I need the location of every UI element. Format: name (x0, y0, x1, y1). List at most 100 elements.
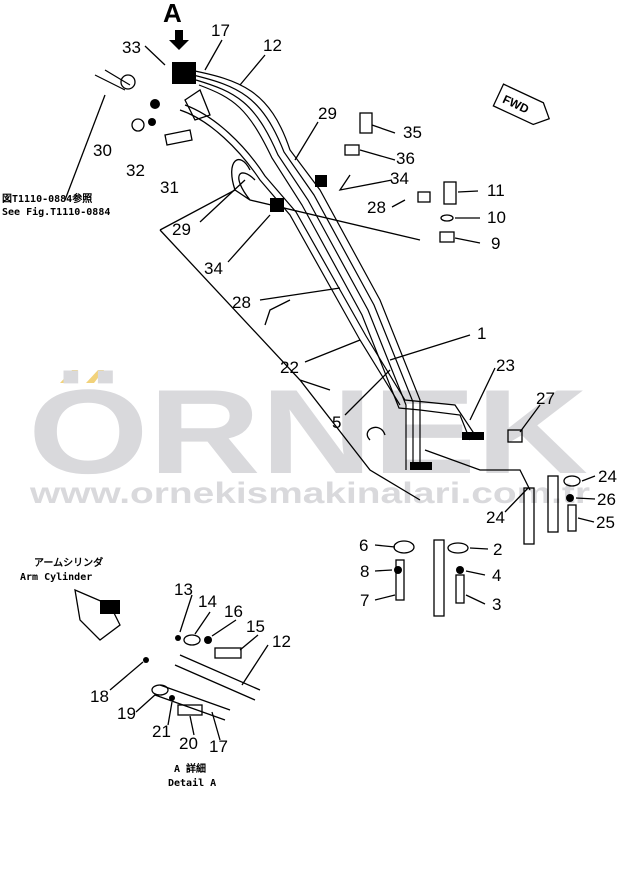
cylinder-port (100, 600, 120, 614)
callout-27: 27 (536, 389, 555, 408)
callout-4: 4 (492, 566, 501, 585)
hydraulic-pipes (94, 62, 484, 470)
arm-boom (159, 89, 531, 501)
callout-21: 21 (152, 722, 171, 741)
callout-16: 16 (224, 602, 243, 621)
callout-11: 11 (487, 181, 505, 200)
callout-5: 5 (332, 413, 341, 432)
clamp-24 (563, 475, 581, 487)
flange (410, 462, 432, 470)
split-flange-14 (183, 634, 201, 646)
split-flange-19 (151, 684, 169, 696)
arm-cylinder-jp: アームシリンダ (34, 556, 103, 569)
callout-20: 20 (179, 734, 198, 753)
callout-17: 17 (211, 21, 230, 40)
clamp (270, 198, 284, 212)
washer-21 (169, 695, 175, 701)
callout-25: 25 (596, 513, 615, 532)
bolt-20 (177, 704, 203, 716)
callout-18: 18 (90, 687, 109, 706)
clamp-2 (447, 542, 469, 554)
callout-1: 1 (477, 324, 486, 343)
leader-lines (64, 39, 596, 741)
callout-12-detail: 12 (272, 632, 291, 651)
hardware (74, 74, 581, 721)
bolt-31 (164, 129, 193, 146)
flange (462, 432, 484, 440)
fwd-label: FWD (500, 92, 531, 116)
callout-22: 22 (280, 358, 299, 377)
callout-31: 31 (160, 178, 179, 197)
detail-en: Detail A (168, 777, 216, 789)
callout-34: 34 (390, 169, 409, 188)
washer-8 (394, 566, 402, 574)
arrow-down-icon (169, 30, 189, 50)
washer-30 (131, 118, 145, 132)
see-fig-jp: 図T1110-0884参照 (2, 192, 92, 205)
fwd-arrow-icon (492, 83, 551, 126)
callout-29: 29 (318, 104, 337, 123)
clamp-33 (120, 74, 136, 90)
bolt-3 (455, 574, 465, 604)
callout-13: 13 (174, 580, 193, 599)
callouts: 17 12 33 29 35 30 36 32 34 31 11 28 10 2… (90, 21, 617, 756)
callout-2: 2 (493, 540, 502, 559)
watermark-url: www.ornekismakinalari.com.tr (29, 477, 591, 510)
callout-10: 10 (487, 208, 506, 227)
watermark: ÖRNEK www.ornekismakinalari.com.tr (28, 365, 590, 510)
callout-33: 33 (122, 38, 141, 57)
bolt-35 (359, 112, 373, 134)
watermark-accent (86, 370, 104, 383)
pipe-leg (523, 487, 535, 545)
callout-14: 14 (198, 592, 217, 611)
washer-26 (566, 494, 574, 502)
plate-27 (507, 429, 523, 443)
pipe-12 (174, 654, 261, 701)
view-marker-label: A (163, 0, 182, 28)
bolt-7 (395, 559, 405, 601)
callout-9: 9 (491, 234, 500, 253)
callout-28: 28 (367, 198, 386, 217)
callout-8: 8 (360, 562, 369, 581)
see-fig-en: See Fig.T1110-0884 (2, 206, 110, 218)
fwd-arrow: FWD (492, 83, 551, 126)
callout-17-detail: 17 (209, 737, 228, 756)
callout-3: 3 (492, 595, 501, 614)
watermark-brand: ÖRNEK (28, 365, 588, 499)
clamp-6 (393, 540, 415, 554)
callout-29-lower: 29 (172, 220, 191, 239)
callout-28-lower: 28 (232, 293, 251, 312)
arm-cylinder-body (74, 588, 121, 641)
pipe-block (172, 62, 196, 84)
callout-12: 12 (263, 36, 282, 55)
callout-6: 6 (359, 536, 368, 555)
bolt-15 (214, 647, 242, 659)
callout-7: 7 (360, 591, 369, 610)
callout-24: 24 (598, 467, 617, 486)
bolt-11 (443, 181, 457, 205)
callout-19: 19 (117, 704, 136, 723)
callout-34-lower: 34 (204, 259, 223, 278)
callout-23: 23 (496, 356, 515, 375)
clamp-9 (439, 231, 455, 243)
pipe-leg (547, 475, 559, 533)
washer-4 (456, 566, 464, 574)
callout-35: 35 (403, 123, 422, 142)
callout-24-lower: 24 (486, 508, 505, 527)
callout-32: 32 (126, 161, 145, 180)
callout-36: 36 (396, 149, 415, 168)
pipe-leg (433, 539, 445, 617)
washer-10 (440, 214, 454, 222)
oring-13 (175, 635, 181, 641)
arm-cylinder-en: Arm Cylinder (20, 571, 92, 583)
watermark-accent (60, 370, 78, 383)
oring (150, 99, 160, 109)
callout-26: 26 (597, 490, 616, 509)
view-arrow-a: A (163, 0, 189, 50)
washer-16 (204, 636, 212, 644)
clamp (315, 175, 327, 187)
callout-15: 15 (246, 617, 265, 636)
callout-30: 30 (93, 141, 112, 160)
